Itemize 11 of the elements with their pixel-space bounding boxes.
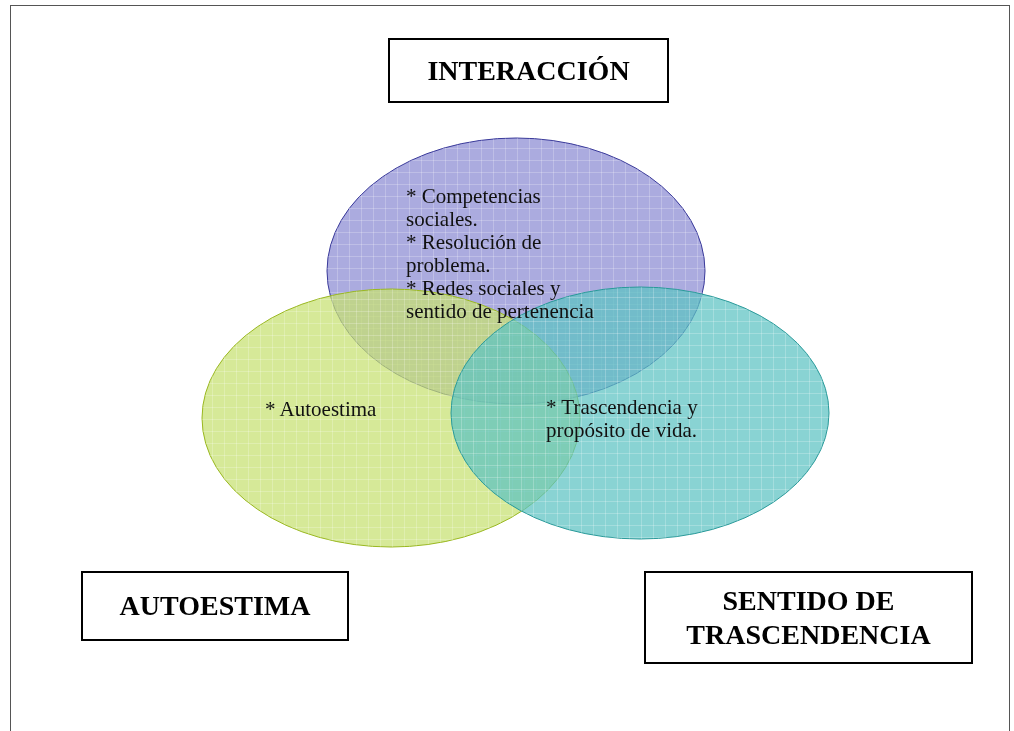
label-box	[388, 38, 669, 103]
bullet-text: * Redes sociales y sentido de pertenencia	[406, 277, 595, 323]
bullet-text: * Competencias sociales.	[406, 185, 542, 231]
bullet-text: * Trascendencia y propósito de vida.	[546, 396, 699, 442]
label-box	[81, 571, 349, 641]
heading-text: INTERACCIÓN	[427, 53, 630, 88]
label-box	[644, 571, 973, 664]
heading-text: SENTIDO DE TRASCENDENCIA	[685, 583, 932, 652]
bullet-text: * Autoestima	[265, 398, 378, 421]
heading-text: AUTOESTIMA	[119, 589, 311, 623]
bullet-text: * Resolución de problema.	[406, 231, 543, 277]
